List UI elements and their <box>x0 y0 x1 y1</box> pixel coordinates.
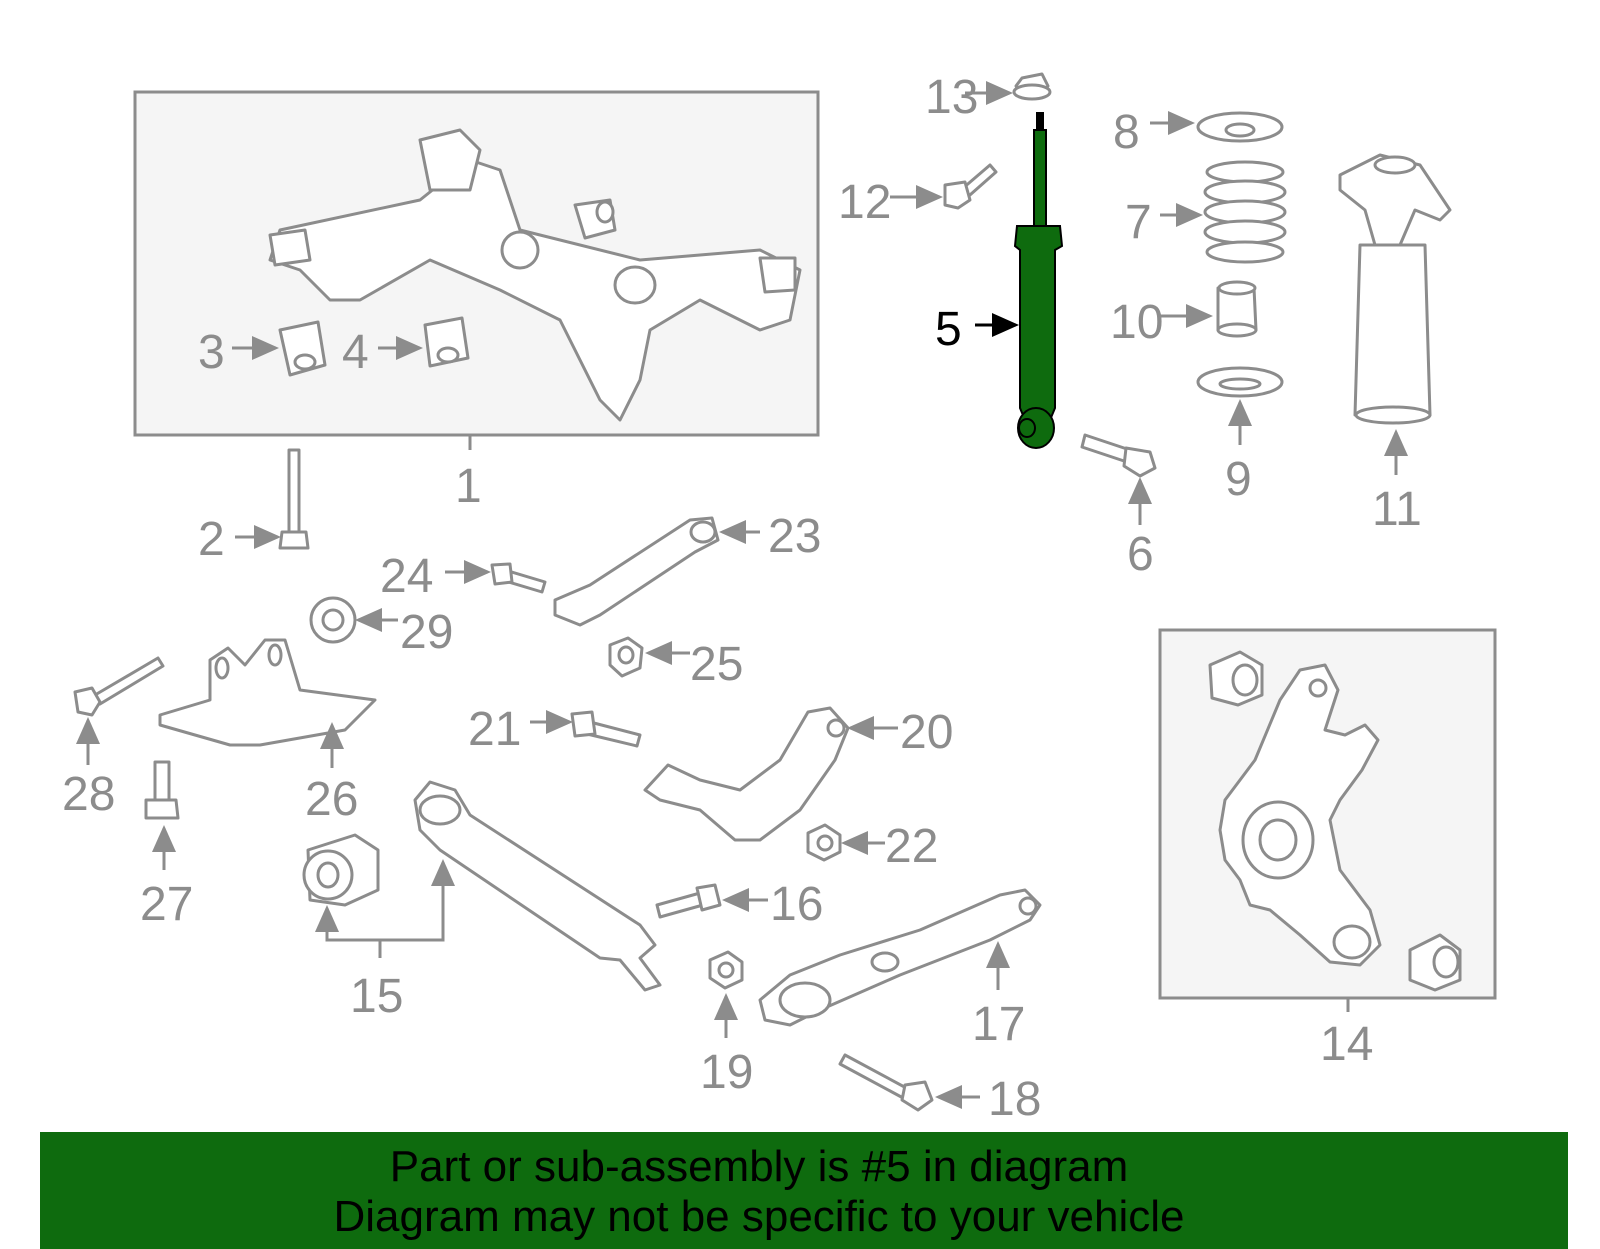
bushing-subframe-top[interactable] <box>573 198 617 240</box>
bushing-14-bottom[interactable] <box>1408 933 1462 992</box>
callout-29: 29 <box>400 606 453 659</box>
lower-control-arm-17[interactable] <box>758 888 1042 1027</box>
bolt-18[interactable] <box>838 1053 934 1112</box>
callout-3: 3 <box>198 326 225 379</box>
banner-line-1: Part or sub-assembly is #5 in diagram <box>389 1142 1129 1191</box>
trailing-arm-15[interactable] <box>413 780 662 992</box>
callout-14: 14 <box>1320 1018 1373 1071</box>
bolt-21[interactable] <box>570 710 642 748</box>
callout-6: 6 <box>1127 528 1154 581</box>
callout-12: 12 <box>838 176 891 229</box>
bushing-3[interactable] <box>278 320 327 377</box>
boot-mount-11[interactable] <box>1338 153 1452 425</box>
nut-25[interactable] <box>608 636 644 678</box>
info-banner: Part or sub-assembly is #5 in diagram Di… <box>40 1132 1568 1249</box>
callout-23: 23 <box>768 510 821 563</box>
callout-20: 20 <box>900 706 953 759</box>
bolt-28[interactable] <box>73 656 165 717</box>
callout-21: 21 <box>468 703 521 756</box>
callout-15: 15 <box>350 970 403 1023</box>
upper-control-arm-20[interactable] <box>643 706 850 842</box>
bolt-2[interactable] <box>278 448 310 550</box>
bushing-4[interactable] <box>423 316 470 368</box>
bolt-16[interactable] <box>655 883 722 919</box>
callout-7: 7 <box>1125 196 1152 249</box>
callout-19: 19 <box>700 1046 753 1099</box>
control-link-23[interactable] <box>553 516 720 627</box>
bracket-26[interactable] <box>158 638 377 747</box>
callout-4: 4 <box>342 326 369 379</box>
callout-27: 27 <box>140 878 193 931</box>
callout-2: 2 <box>198 513 225 566</box>
callout-13: 13 <box>925 71 978 124</box>
nut-19[interactable] <box>708 950 744 990</box>
bolt-24[interactable] <box>490 562 547 594</box>
spring-seat-9[interactable] <box>1196 366 1284 398</box>
bushing-29[interactable] <box>309 596 357 644</box>
callout-26: 26 <box>305 773 358 826</box>
callout-16: 16 <box>770 878 823 931</box>
banner-line-2: Diagram may not be specific to your vehi… <box>333 1192 1185 1241</box>
bolt-27[interactable] <box>144 760 180 820</box>
callout-10: 10 <box>1110 296 1163 349</box>
bushing-15[interactable] <box>302 833 380 907</box>
bolt-12[interactable] <box>943 163 998 210</box>
callout-28: 28 <box>62 768 115 821</box>
shock-absorber-5[interactable] <box>1013 112 1064 449</box>
callout-8: 8 <box>1113 106 1140 159</box>
callout-11: 11 <box>1372 483 1422 536</box>
nut-22[interactable] <box>806 823 842 862</box>
callout-22: 22 <box>885 820 938 873</box>
nut-13[interactable] <box>1012 72 1052 101</box>
callout-24: 24 <box>380 550 433 603</box>
callout-17: 17 <box>972 998 1025 1051</box>
callout-1: 1 <box>455 460 482 513</box>
bolt-6[interactable] <box>1080 433 1157 478</box>
callout-9: 9 <box>1225 453 1252 506</box>
bump-stop-10[interactable] <box>1216 280 1258 338</box>
spring-seat-8[interactable] <box>1196 111 1284 143</box>
bushing-14-top[interactable] <box>1208 650 1264 707</box>
callout-25: 25 <box>690 638 743 691</box>
callout-5: 5 <box>935 303 962 356</box>
callout-18: 18 <box>988 1073 1041 1126</box>
coil-spring-7[interactable] <box>1203 160 1287 264</box>
knuckle-14[interactable] <box>1218 663 1382 967</box>
subframe-crossmember[interactable] <box>268 128 802 422</box>
